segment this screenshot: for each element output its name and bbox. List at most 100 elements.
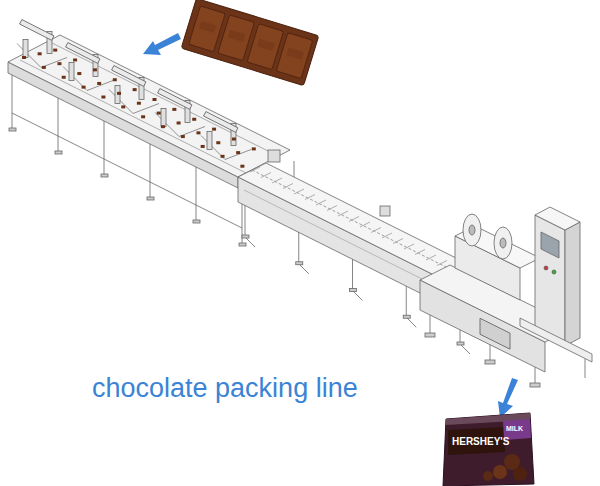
bar-segments [218, 15, 255, 61]
feeder-legs [104, 119, 105, 174]
conveyor-fingers [437, 261, 447, 266]
conveyor-fingers [316, 200, 326, 205]
bar-segments [189, 6, 313, 79]
feeder-guides [53, 49, 57, 52]
conveyor-legs [403, 315, 410, 318]
conveyor-fingers [360, 222, 370, 227]
conveyor-fingers [338, 211, 348, 216]
feeder-guides [158, 89, 192, 110]
feeder-guides [93, 68, 97, 71]
feeder-guides [23, 40, 28, 58]
flow-wrapper [535, 207, 580, 230]
feeder-guides [201, 145, 205, 148]
feeder-legs [12, 73, 13, 128]
feeder-guides [157, 112, 161, 115]
feeder-guides [232, 138, 236, 141]
conveyor-legs [406, 285, 407, 317]
feeder-guides [57, 62, 61, 65]
feeder-legs [150, 182, 196, 205]
feeder-guides [236, 151, 240, 154]
conveyor-fingers [294, 189, 304, 194]
feeder-guides [69, 63, 74, 81]
feeder-guides [38, 52, 42, 55]
bar-segments [189, 6, 226, 52]
conveyor-legs [242, 235, 249, 238]
conveyor-legs [460, 344, 470, 354]
flow-wrapper [535, 215, 565, 346]
conveyor-legs [457, 342, 464, 345]
flow-arrow [143, 33, 518, 418]
conveyor-legs [245, 237, 255, 247]
feeder-guides [117, 92, 121, 95]
conveyor-legs [406, 317, 416, 327]
feeder-legs [104, 159, 150, 182]
conveyor-fingers [250, 167, 260, 172]
feeder-conveyor [8, 20, 294, 246]
feeder-legs [9, 128, 16, 131]
feeder-guides [161, 125, 165, 128]
conveyor-legs [298, 232, 299, 264]
conveyor-fingers [272, 178, 282, 183]
flow-wrapper [480, 318, 510, 349]
conveyor-legs [352, 259, 353, 291]
feeder-legs [101, 174, 108, 177]
bar-segments [247, 24, 284, 70]
conveyor-fingers [261, 173, 271, 178]
bar-segments [199, 21, 217, 33]
product-package [443, 413, 534, 486]
feeder-guides [196, 131, 200, 134]
conveyor-legs [350, 289, 357, 292]
flow-wrapper [541, 232, 559, 258]
feeder-legs [55, 151, 62, 154]
bar-segments [228, 30, 246, 42]
feeder-guides [77, 72, 81, 75]
flow-wrapper [565, 222, 580, 346]
feeder-legs [147, 197, 154, 200]
feeder-guides [20, 20, 54, 41]
chocolate-bar [181, 0, 319, 86]
feeder-guides [121, 105, 125, 108]
feeder-legs [12, 113, 58, 136]
feeder-guides [153, 98, 157, 101]
flow-arrow [498, 378, 518, 418]
feeder-guides [204, 112, 238, 133]
conveyor-fingers [404, 244, 414, 249]
feeder-guides [216, 141, 220, 144]
chocolate-bar [181, 0, 319, 86]
flow-wrapper [535, 365, 536, 385]
conveyor-legs [245, 205, 246, 237]
flow-wrapper [520, 318, 592, 362]
flow-wrapper [485, 360, 495, 364]
product-package [483, 471, 493, 481]
feeder-legs [193, 220, 200, 223]
feeder-guides [172, 108, 176, 111]
feeder-guides [137, 102, 141, 105]
feeder-guides [221, 155, 225, 158]
feeder-legs [58, 96, 59, 151]
bar-segments [276, 33, 313, 79]
feeder-legs [239, 243, 246, 246]
feeder-guides [133, 88, 137, 91]
feeder-guides [42, 66, 46, 69]
feeder-guides [112, 66, 146, 87]
conveyor-fingers [305, 195, 315, 200]
feeder-guides [161, 109, 166, 127]
flow-wrapper [425, 333, 435, 337]
conveyor-fingers [349, 217, 359, 222]
conveyor-fingers [268, 150, 280, 162]
flow-wrapper [585, 359, 586, 378]
feeder-legs [58, 136, 104, 159]
product-package [443, 413, 534, 486]
package-label: MILK [506, 425, 523, 433]
feeder-guides [97, 82, 101, 85]
bar-segments [257, 39, 275, 51]
flow-wrapper [420, 207, 592, 387]
feeder-guides [73, 58, 77, 61]
feeder-conveyor [20, 60, 250, 175]
conveyor-fingers [250, 150, 469, 277]
feeder-legs [150, 142, 151, 197]
conveyor-legs [296, 262, 303, 265]
flow-arrow [143, 33, 181, 55]
conveyor-legs [353, 291, 363, 301]
feeder-guides [252, 147, 256, 150]
